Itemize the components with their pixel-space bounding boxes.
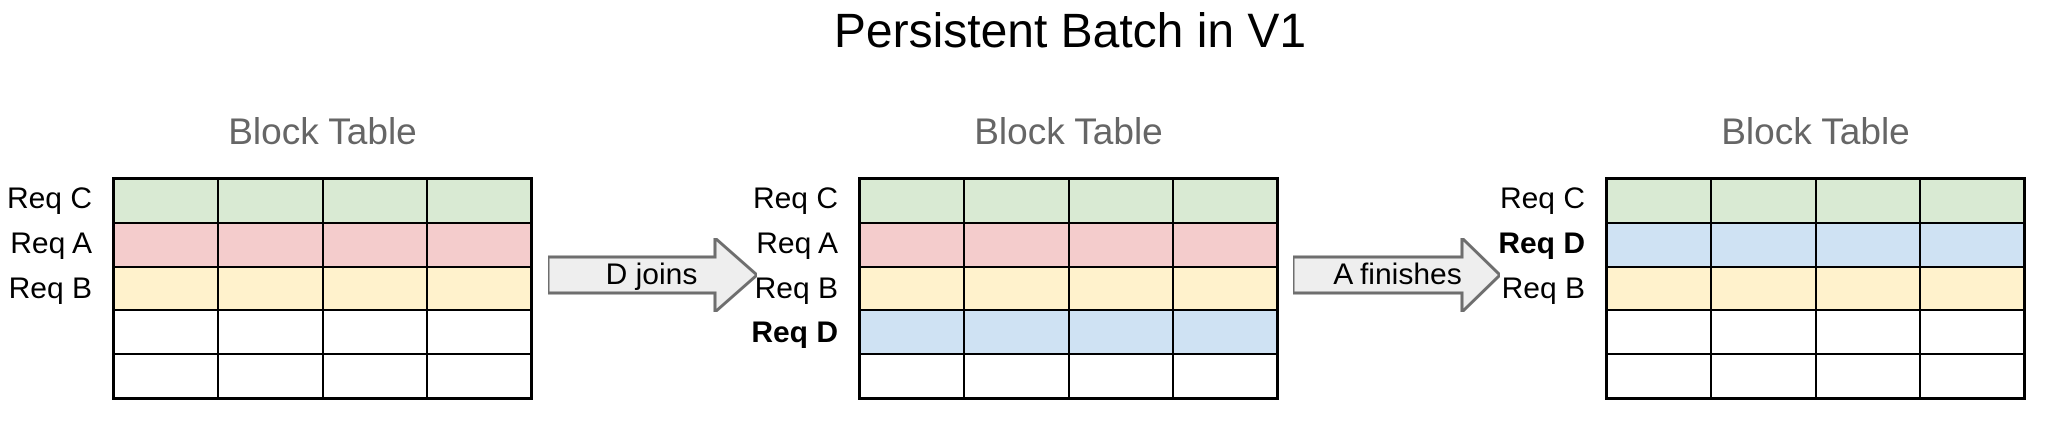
- block-table-title: Block Table: [228, 111, 417, 152]
- table-cell: [861, 267, 964, 310]
- table-cell: [1173, 355, 1276, 397]
- table-cell: [1608, 180, 1711, 222]
- table-cell: [1712, 311, 1815, 354]
- table-cell: [861, 355, 964, 397]
- block-table-panel-2: Block Table Req C Req A Req B Req D: [751, 0, 1279, 421]
- arrow-shape: [548, 238, 757, 312]
- table-cell: [323, 311, 426, 354]
- table-cell: [1173, 311, 1276, 354]
- row-label: Req A: [10, 226, 92, 260]
- table-cell: [1608, 355, 1711, 397]
- table-cell: [1920, 180, 2023, 222]
- table-cell: [1920, 355, 2023, 397]
- table-cell: [1069, 267, 1172, 310]
- table-cell: [115, 311, 218, 354]
- table-cell: [219, 311, 322, 354]
- row-label: Req B: [1501, 271, 1585, 305]
- arrow-shape: [1293, 238, 1500, 312]
- table-cell: [1816, 267, 1919, 310]
- table-cell: [219, 267, 322, 310]
- a-finishes-arrow-icon: [1293, 238, 1500, 312]
- a-finishes-arrow-label: A finishes: [1333, 258, 1462, 291]
- block-table-title: Block Table: [1721, 111, 1910, 152]
- table-cell: [1069, 180, 1172, 222]
- table-cell: [1173, 267, 1276, 310]
- block-table-grid: [858, 177, 1279, 400]
- block-table-title: Block Table: [974, 111, 1163, 152]
- table-cell: [427, 180, 530, 222]
- table-cell: [1712, 267, 1815, 310]
- table-cell: [1173, 223, 1276, 266]
- table-cell: [219, 223, 322, 266]
- table-cell: [323, 223, 426, 266]
- row-label: Req B: [8, 271, 92, 305]
- row-label: Req C: [6, 182, 92, 216]
- block-table-panel-1: Block Table Req C Req A Req B: [7, 0, 533, 421]
- block-table-panel-3: Block Table Req C Req D Req B: [1498, 0, 2026, 421]
- table-cell: [1173, 180, 1276, 222]
- block-table-grid: [112, 177, 533, 400]
- page-title: Persistent Batch in V1: [833, 5, 1307, 58]
- table-cell: [323, 267, 426, 310]
- table-cell: [115, 180, 218, 222]
- table-cell: [323, 180, 426, 222]
- table-cell: [965, 267, 1068, 310]
- table-cell: [1608, 223, 1711, 266]
- table-cell: [427, 223, 530, 266]
- table-cell: [219, 180, 322, 222]
- table-cell: [115, 223, 218, 266]
- row-label: Req C: [752, 182, 838, 216]
- table-cell: [427, 311, 530, 354]
- table-cell: [965, 180, 1068, 222]
- table-cell: [1920, 311, 2023, 354]
- table-cell: [861, 223, 964, 266]
- table-cell: [1816, 223, 1919, 266]
- d-joins-arrow-icon: [548, 238, 757, 312]
- table-cell: [1920, 267, 2023, 310]
- table-cell: [219, 355, 322, 397]
- row-labels: Req C Req A Req B Req D: [608, 177, 838, 400]
- table-cell: [427, 267, 530, 310]
- d-joins-arrow-label: D joins: [605, 258, 698, 291]
- table-cell: [1608, 267, 1711, 310]
- block-table-grid: [1605, 177, 2026, 400]
- table-cell: [1069, 355, 1172, 397]
- row-label: Req C: [1499, 182, 1585, 216]
- table-cell: [861, 180, 964, 222]
- table-cell: [1069, 223, 1172, 266]
- table-cell: [965, 355, 1068, 397]
- table-cell: [115, 355, 218, 397]
- table-cell: [427, 355, 530, 397]
- table-cell: [1712, 355, 1815, 397]
- table-cell: [1816, 180, 1919, 222]
- table-cell: [965, 311, 1068, 354]
- table-cell: [1608, 311, 1711, 354]
- row-labels: Req C Req A Req B: [0, 177, 92, 400]
- table-cell: [1712, 180, 1815, 222]
- row-labels: Req C Req D Req B: [1355, 177, 1585, 400]
- table-cell: [1712, 223, 1815, 266]
- table-cell: [1920, 223, 2023, 266]
- row-label: Req D: [1498, 226, 1585, 260]
- row-label: Req B: [754, 271, 838, 305]
- table-cell: [1816, 355, 1919, 397]
- table-cell: [1069, 311, 1172, 354]
- row-label: Req A: [756, 226, 838, 260]
- table-cell: [965, 223, 1068, 266]
- row-label: Req D: [751, 316, 838, 350]
- table-cell: [323, 355, 426, 397]
- table-cell: [861, 311, 964, 354]
- table-cell: [115, 267, 218, 310]
- table-cell: [1816, 311, 1919, 354]
